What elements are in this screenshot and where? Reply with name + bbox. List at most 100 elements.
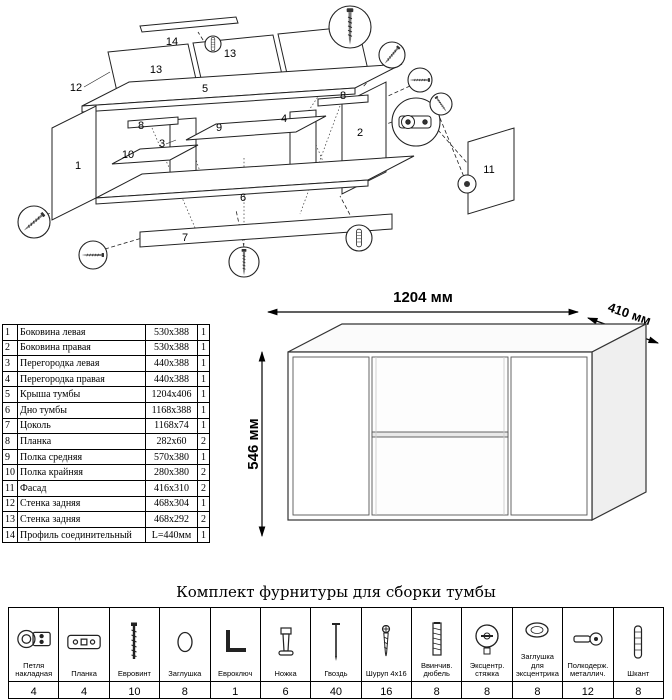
part-number-label: 13	[224, 48, 236, 60]
height-dimension-label: 546 мм	[248, 418, 262, 469]
hardware-item-name: Заглушка для эксцентрика	[515, 652, 559, 679]
parts-cell-name: Полка средняя	[17, 448, 146, 466]
parts-cell-qty: 1	[197, 370, 210, 388]
hardware-item: Ввинчив. дюбель	[410, 607, 463, 682]
hardware-item-qty: 1	[209, 680, 261, 699]
parts-cell-num: 13	[2, 511, 18, 528]
hardware-item-qty: 16	[360, 680, 413, 699]
label-leader	[165, 139, 177, 145]
parts-cell-size: 1168x388	[145, 401, 198, 419]
part-number-label: 5	[202, 83, 208, 95]
hardware-kit-title: Комплект фурнитуры для сборки тумбы	[176, 583, 496, 601]
part-5-top-edge	[81, 87, 356, 113]
hardware-item-name: Ножка	[274, 669, 297, 679]
dowel-icon	[614, 620, 664, 664]
parts-cell-name: Профиль соединительный	[17, 526, 146, 544]
hardware-item-qty: 6	[259, 680, 312, 699]
parts-cell-name: Планка	[17, 433, 146, 450]
cam-lock-icon	[462, 617, 511, 661]
parts-cell-qty: 2	[197, 479, 210, 497]
parts-cell-size: 468x304	[145, 495, 198, 513]
parts-cell-size: 282x60	[145, 433, 198, 450]
hardware-item-name: Заглушка	[168, 669, 202, 679]
parts-cell-num: 9	[2, 448, 18, 466]
part-number-label: 9	[216, 122, 222, 134]
hardware-item: Евроключ	[209, 607, 261, 682]
hardware-item-qty: 10	[108, 680, 161, 699]
callout-fastener-glyphs	[21, 8, 470, 276]
hardware-item: Эксцентр. стяжка	[461, 607, 513, 682]
parts-cell-name: Боковина правая	[17, 339, 146, 357]
part-7-plinth	[139, 213, 393, 248]
parts-cell-name: Перегородка левая	[17, 355, 146, 372]
parts-cell-num: 14	[2, 526, 18, 544]
parts-cell-name: Дно тумбы	[17, 401, 146, 419]
parts-cell-qty: 1	[197, 386, 210, 403]
hardware-item: Шкант	[612, 607, 664, 682]
parts-cell-num: 6	[2, 401, 18, 419]
parts-cell-name: Цоколь	[17, 417, 146, 435]
part-number-label: 2	[357, 127, 363, 139]
cabinet-right-door	[510, 356, 588, 516]
parts-cell-num: 7	[2, 417, 18, 435]
dowel-icon	[356, 228, 362, 248]
parts-cell-num: 12	[2, 495, 18, 513]
parts-cell-size: 530x388	[145, 324, 198, 341]
cabinet-parts	[51, 16, 515, 248]
parts-cell-num: 1	[2, 324, 18, 341]
hardware-item-qty: 40	[310, 680, 362, 699]
parts-cell-qty: 1	[197, 324, 210, 341]
mounting-plate-icon	[59, 620, 108, 664]
hardware-item-name: Эксцентр. стяжка	[469, 660, 505, 679]
hardware-item: Ножка	[259, 607, 312, 682]
cabinet-right-face	[591, 323, 647, 521]
part-number-label: 3	[159, 138, 165, 150]
parts-cell-size: 1168x74	[145, 417, 198, 435]
parts-cell-num: 8	[2, 433, 18, 450]
parts-cell-num: 4	[2, 370, 18, 388]
screw-head-icon	[464, 181, 470, 187]
assembled-cabinet-drawing: 1204 мм 410 мм 546 мм	[245, 289, 659, 538]
hardware-item-qty: 8	[511, 680, 564, 699]
hardware-item-name: Шкант	[627, 669, 650, 679]
part-number-label: 12	[70, 82, 82, 94]
parts-cell-size: 280x380	[145, 464, 198, 481]
parts-cell-size: 1204x406	[145, 386, 198, 403]
part-10-shelf	[111, 144, 199, 165]
part-number-label: 14	[166, 36, 178, 48]
hex-key-icon	[211, 620, 260, 664]
hardware-item: Заглушка для эксцентрика	[511, 607, 564, 682]
hardware-item: Петля накладная	[7, 607, 60, 682]
leg-icon	[261, 620, 310, 664]
parts-cell-name: Крыша тумбы	[17, 386, 146, 403]
parts-cell-qty: 1	[197, 339, 210, 357]
parts-cell-num: 2	[2, 339, 18, 357]
parts-cell-qty: 1	[197, 495, 210, 513]
hinge-icon	[9, 617, 58, 661]
parts-cell-size: L=440мм	[145, 526, 198, 544]
parts-cell-num: 10	[2, 464, 18, 481]
parts-cell-name: Боковина левая	[17, 324, 146, 341]
screw-icon	[362, 620, 411, 664]
hardware-item-qty: 12	[562, 680, 614, 699]
cabinet-left-door	[292, 356, 370, 516]
part-number-label: 8	[138, 120, 144, 132]
part-number-label: 6	[240, 192, 246, 204]
hardware-item-name: Ввинчив. дюбель	[420, 660, 453, 679]
cabinet-middle-shelf	[371, 431, 509, 438]
hardware-item-name: Евровинт	[117, 669, 151, 679]
